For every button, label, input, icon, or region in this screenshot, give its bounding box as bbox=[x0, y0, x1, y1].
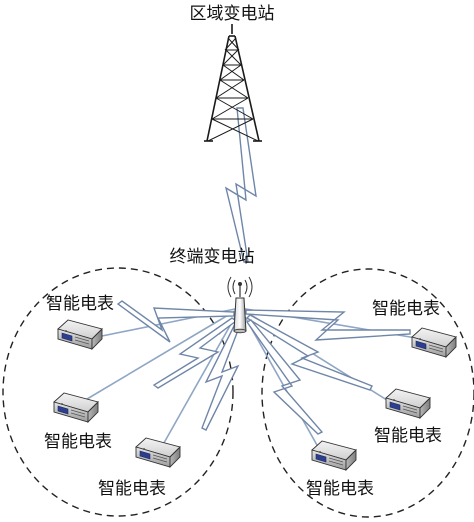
wireless-link-right-mid bbox=[245, 314, 373, 391]
wireless-link-right-bottom bbox=[245, 319, 324, 435]
transmission-tower-icon bbox=[204, 24, 262, 142]
meter-label-right-bottom: 智能电表 bbox=[306, 479, 374, 499]
right-meter-zone bbox=[261, 268, 474, 518]
meter-label-left-center: 智能电表 bbox=[98, 479, 166, 499]
feed-line-left-center bbox=[159, 307, 241, 451]
meter-label-right-top: 智能电表 bbox=[372, 299, 440, 319]
smart-meter-icon bbox=[57, 319, 103, 350]
antenna-icon bbox=[227, 276, 253, 334]
left-meter-zone bbox=[2, 267, 234, 517]
smart-meter-icon bbox=[311, 440, 357, 471]
wireless-link-left-mid bbox=[152, 317, 238, 389]
wireless-link-uplink bbox=[224, 107, 257, 263]
meter-label-right-mid: 智能电表 bbox=[374, 426, 442, 446]
feed-line-left-bottom bbox=[81, 307, 241, 403]
smart-meter-icon bbox=[411, 327, 457, 358]
smart-meter-icon bbox=[53, 392, 99, 423]
smart-meter-icon bbox=[385, 388, 431, 419]
terminal-substation-label: 终端变电站 bbox=[170, 247, 255, 267]
meter-label-left-bottom: 智能电表 bbox=[44, 432, 112, 452]
wireless-link-right-top bbox=[245, 309, 411, 341]
regional-substation-label: 区域变电站 bbox=[190, 4, 275, 24]
smart-meter-icon bbox=[135, 437, 181, 468]
meter-label-left-top: 智能电表 bbox=[46, 294, 114, 314]
wireless-link-left-bottom bbox=[201, 320, 241, 431]
wireless-link-left-top bbox=[116, 300, 235, 343]
